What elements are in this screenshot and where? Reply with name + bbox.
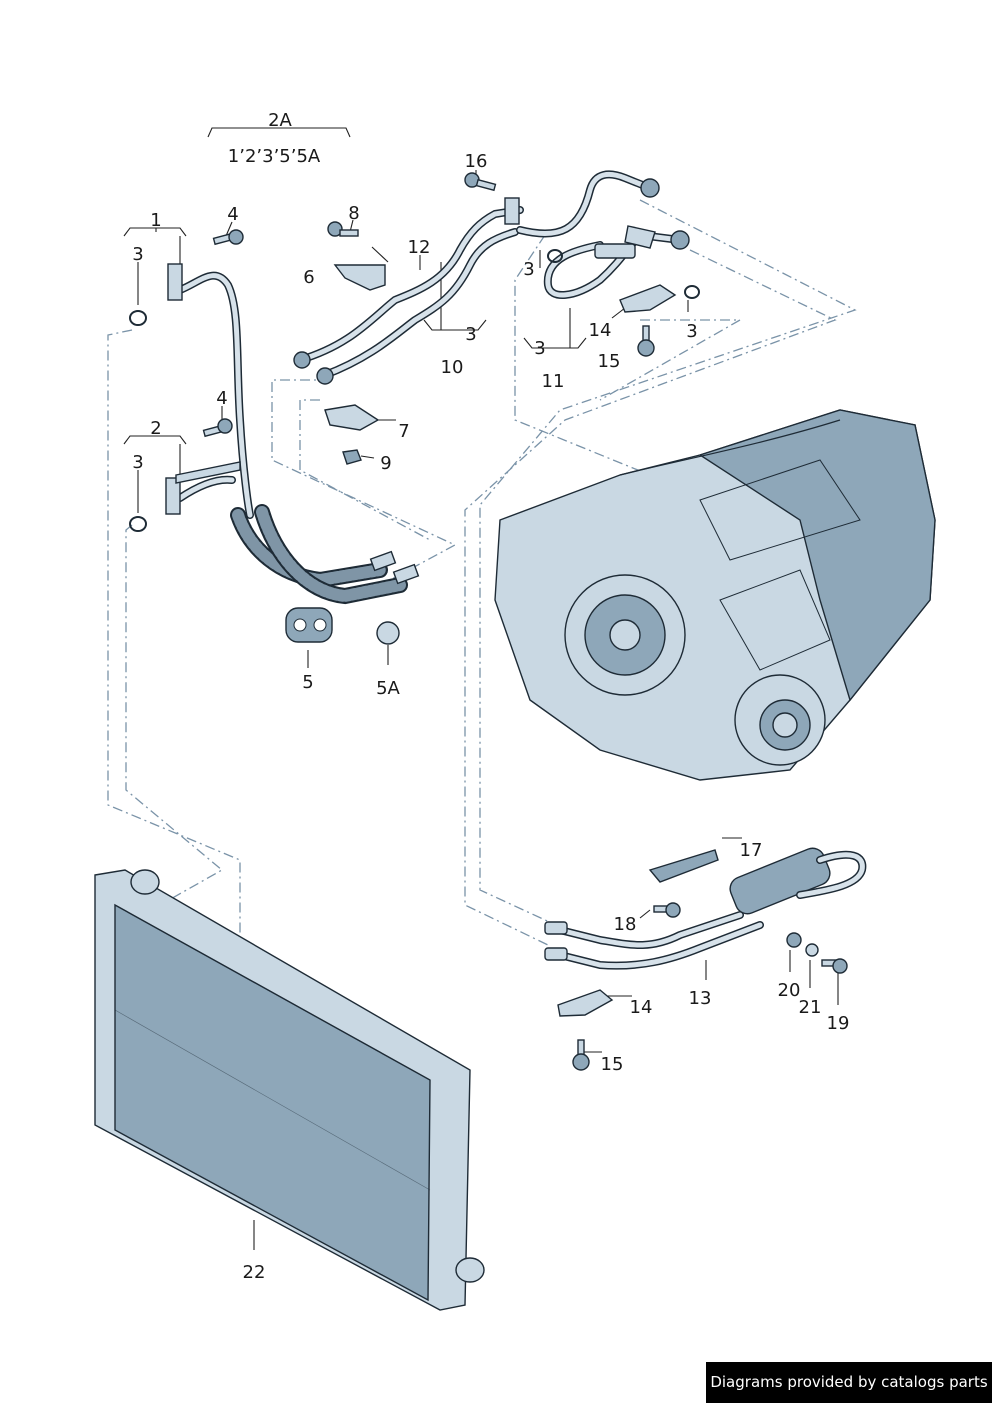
label-15b: 15 [601, 1054, 624, 1075]
bracket-17 [648, 849, 719, 883]
label-4b: 4 [216, 388, 227, 409]
bolt-15a [637, 325, 655, 357]
label-8: 8 [348, 203, 359, 224]
clip-14b [557, 989, 614, 1017]
bracket-6 [333, 264, 386, 291]
o-ring-1 [129, 310, 147, 326]
bolt-16 [464, 172, 497, 192]
bolt-8 [327, 221, 359, 237]
o-ring-3 [547, 249, 563, 263]
label-10: 10 [441, 357, 464, 378]
part-labels: 2A 1’2’3’5’5A 1 3 4 8 6 12 16 3 3 10 3 1… [132, 110, 849, 1283]
bolt-19 [821, 958, 848, 974]
label-4a: 4 [227, 204, 238, 225]
label-9: 9 [380, 453, 391, 474]
label-20: 20 [778, 980, 801, 1001]
label-5: 5 [302, 672, 313, 693]
bolt-15b [572, 1039, 590, 1071]
label-15a: 15 [598, 351, 621, 372]
small-parts [129, 172, 700, 645]
label-16: 16 [465, 151, 488, 172]
plug-20 [786, 932, 802, 948]
clip-14a [619, 284, 677, 313]
washer-21 [805, 943, 819, 957]
label-14a: 14 [589, 320, 612, 341]
credit-banner: Diagrams provided by catalogs parts [706, 1362, 992, 1403]
transmission-housing [494, 409, 936, 781]
label-5a: 5A [376, 678, 400, 699]
bolt-4b [202, 418, 233, 438]
label-2: 2 [150, 418, 161, 439]
label-14b: 14 [630, 997, 653, 1018]
nut-9 [342, 449, 362, 465]
label-2a: 2A [268, 110, 292, 131]
oil-cooler-pipe-11 [516, 170, 690, 299]
label-18: 18 [614, 914, 637, 935]
bolt-4a [212, 229, 244, 246]
label-3g: 3 [132, 452, 143, 473]
label-3f: 3 [686, 321, 697, 342]
label-group-subset: 1’2’3’5’5A [228, 146, 321, 167]
retainer-5A [376, 621, 400, 645]
o-ring-4 [684, 285, 700, 299]
oil-cooler-pipe-left [165, 263, 420, 605]
label-1: 1 [150, 210, 161, 231]
label-3d: 3 [534, 338, 545, 359]
label-12: 12 [408, 237, 431, 258]
routing-guide-lines [107, 199, 857, 950]
bolt-18 [653, 902, 681, 918]
o-ring-2 [129, 516, 147, 532]
label-6: 6 [303, 267, 314, 288]
grommet-5 [285, 607, 333, 643]
group-brackets [123, 127, 587, 445]
radiator [94, 869, 485, 1311]
clip-7 [324, 404, 380, 431]
oil-cooler-pipe-13 [544, 847, 867, 1071]
label-11: 11 [542, 371, 565, 392]
label-3b: 3 [523, 259, 534, 280]
oil-cooler-pipe-10 [293, 197, 524, 385]
label-7: 7 [398, 421, 409, 442]
label-21: 21 [799, 997, 822, 1018]
label-3a: 3 [132, 244, 143, 265]
label-19: 19 [827, 1013, 850, 1034]
label-13: 13 [689, 988, 712, 1009]
label-22: 22 [243, 1262, 266, 1283]
label-17: 17 [740, 840, 763, 861]
label-3c: 3 [465, 324, 476, 345]
